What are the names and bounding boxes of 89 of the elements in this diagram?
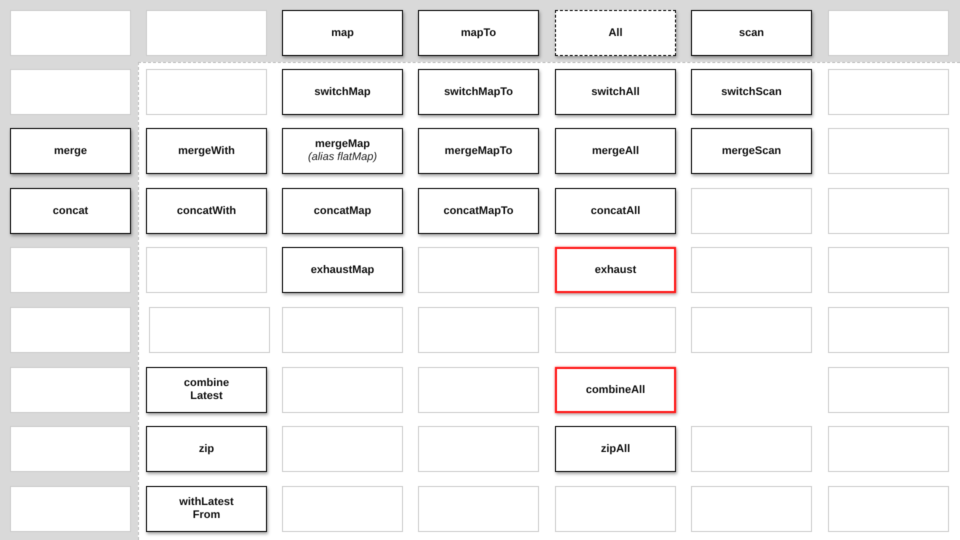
- operator-name: map: [331, 26, 354, 40]
- empty-box: [828, 247, 949, 293]
- empty-box: [10, 247, 131, 293]
- operator-box: [282, 10, 403, 56]
- operator-box: [282, 69, 403, 115]
- operator-box: [10, 188, 131, 234]
- operator-name: scan: [738, 26, 764, 40]
- operator-box: [10, 128, 131, 174]
- empty-box: [418, 486, 539, 532]
- operator-name: combineAll: [586, 384, 646, 396]
- operator-name: switchScan: [721, 86, 782, 98]
- empty-box: [418, 307, 539, 353]
- empty-box: [10, 486, 131, 532]
- empty-box: [418, 247, 539, 293]
- operator-name: concatWith: [176, 204, 236, 218]
- empty-box: [418, 367, 539, 413]
- operator-box: [555, 426, 676, 472]
- highlighted-box: [555, 247, 676, 293]
- operator-name: zip: [198, 442, 214, 456]
- empty-box: [10, 307, 131, 353]
- empty-box: [691, 486, 812, 532]
- empty-box: [828, 486, 949, 532]
- operator-name: All: [608, 26, 623, 40]
- operator-name: mergeMapTo: [444, 144, 512, 158]
- empty-box: [828, 307, 949, 353]
- operator-box: [146, 128, 267, 174]
- empty-box: [828, 367, 949, 413]
- empty-box: [10, 10, 131, 56]
- empty-box: [282, 307, 403, 353]
- operator-name: concatAll: [590, 204, 640, 218]
- empty-box: [10, 367, 131, 413]
- operator-box: [146, 367, 267, 413]
- empty-box: [691, 188, 812, 234]
- empty-box: [146, 247, 267, 293]
- operator-box: [146, 486, 267, 532]
- empty-box: [282, 486, 403, 532]
- operator-box: [418, 10, 539, 56]
- empty-box: [10, 426, 131, 472]
- operator-box: [418, 69, 539, 115]
- operator-name: mergeScan: [722, 144, 782, 158]
- operator-name: withLatest From: [178, 496, 235, 522]
- operator-box: [555, 69, 676, 115]
- operator-box: [555, 128, 676, 174]
- operator-name: zipAll: [600, 442, 630, 456]
- operator-box: [282, 188, 403, 234]
- operator-name: concat: [52, 204, 88, 218]
- empty-box: [828, 128, 949, 174]
- operator-name: exhaustMap: [310, 264, 374, 276]
- operator-box: [418, 188, 539, 234]
- empty-box: [691, 307, 812, 353]
- empty-box: [555, 307, 676, 353]
- operator-name: concatMapTo: [443, 204, 514, 218]
- operator-box: [691, 69, 812, 115]
- empty-box: [828, 10, 949, 56]
- alias-note: (alias flatMap): [308, 151, 378, 164]
- empty-box: [146, 69, 267, 115]
- empty-box: [555, 486, 676, 532]
- highlighted-box: [555, 367, 676, 413]
- empty-box: [418, 426, 539, 472]
- empty-box: [146, 10, 267, 56]
- operator-name: exhaust: [594, 264, 636, 276]
- operator-box: [146, 426, 267, 472]
- operator-box: [282, 128, 403, 174]
- operator-name: combine Latest: [182, 377, 230, 403]
- empty-box: [828, 426, 949, 472]
- operator-name: switchMap: [314, 86, 371, 98]
- empty-box: [282, 426, 403, 472]
- operator-name: switchAll: [591, 86, 640, 98]
- operator-name: mergeWith: [178, 144, 235, 158]
- dashed-box: [555, 10, 676, 56]
- empty-box: [149, 307, 270, 353]
- empty-box: [691, 247, 812, 293]
- operator-name: mapTo: [460, 26, 496, 40]
- operator-box: [282, 247, 403, 293]
- operator-box: [555, 188, 676, 234]
- operator-name: switchMapTo: [444, 86, 513, 98]
- empty-box: [691, 426, 812, 472]
- operator-name: mergeMap: [314, 138, 370, 151]
- operator-name: mergeAll: [592, 144, 640, 158]
- operator-name: merge: [54, 144, 88, 158]
- operator-box: [691, 128, 812, 174]
- empty-box: [282, 367, 403, 413]
- empty-box: [828, 188, 949, 234]
- operator-box: [146, 188, 267, 234]
- operator-box: [691, 10, 812, 56]
- operator-box: [418, 128, 539, 174]
- empty-box: [828, 69, 949, 115]
- empty-box: [10, 69, 131, 115]
- operator-name: concatMap: [314, 204, 372, 218]
